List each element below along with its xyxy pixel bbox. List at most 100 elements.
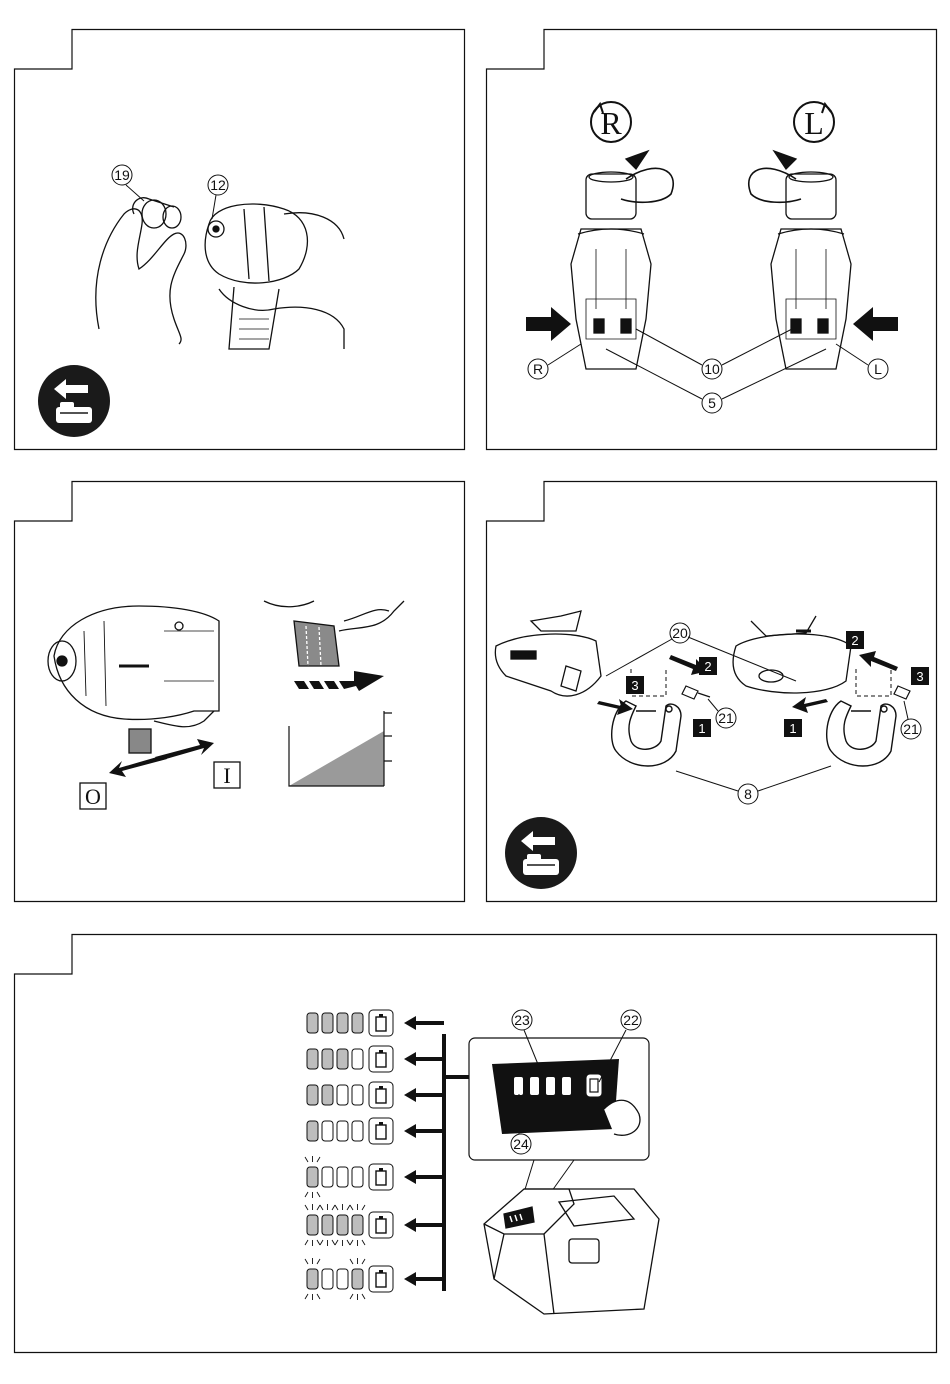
screw-right [894,686,910,699]
svg-text:21: 21 [903,721,919,737]
battery-level-icon [369,1266,393,1292]
panel-4-frame: 3 2 1 1 2 3 20 21 21 8 [486,481,937,902]
level-segment [307,1013,318,1033]
left-hand-illustration [96,198,186,344]
battery-level-icon [369,1046,393,1072]
hook-guide-right [856,669,891,696]
battery-glyph-cap [379,1216,383,1219]
level-segment [352,1121,363,1141]
level-segment [322,1013,333,1033]
level-segment [307,1085,318,1105]
level-segment [322,1215,333,1235]
level-segment [352,1013,363,1033]
tool-base-right-illustration [733,616,851,693]
battery-level-rows [305,1010,444,1300]
level-segment [322,1049,333,1069]
svg-text:1: 1 [698,721,705,736]
indicator-zoom-box [469,1038,649,1160]
battery-level-icon [369,1010,393,1036]
step-box-3-right: 3 [911,667,929,685]
screw-left [682,686,710,699]
level-segment [352,1049,363,1069]
level-segment [337,1013,348,1033]
svg-text:8: 8 [744,786,752,802]
tool-base-left-illustration [495,611,601,696]
level-segment [307,1167,318,1187]
speed-ramp-graph [289,711,392,786]
on-label-box: I [214,762,240,788]
step-arrow-right [792,697,828,713]
step-box-2-left: 2 [699,657,717,675]
battery-pack-illustration [484,1189,659,1314]
level-segment [337,1049,348,1069]
insert-battery-icon [38,365,110,437]
off-label-box: O [80,783,106,809]
svg-text:R: R [533,361,543,377]
svg-text:R: R [600,105,622,141]
belt-hook-right [827,701,896,766]
level-segment [322,1121,333,1141]
level-segment [322,1269,333,1289]
tool-left-illustration [571,151,673,369]
level-arrow [404,1016,444,1030]
level-arrow [404,1088,444,1102]
level-arrow [404,1124,444,1138]
level-segment [352,1085,363,1105]
push-arrow-right [853,307,898,341]
step-box-1-right: 1 [784,719,802,737]
step-box-3-left: 3 [626,676,644,694]
push-arrow-left [526,307,571,341]
svg-text:2: 2 [704,659,711,674]
svg-text:20: 20 [672,625,688,641]
panel-5-frame: 23 22 24 [14,934,937,1353]
svg-text:O: O [85,784,101,809]
battery-glyph-cap [379,1050,383,1053]
level-segment [352,1269,363,1289]
battery-glyph-cap [379,1014,383,1017]
battery-level-icon [369,1118,393,1144]
level-segment [352,1215,363,1235]
level-arrow [404,1052,444,1066]
level-segment [337,1215,348,1235]
level-segment [337,1167,348,1187]
rotation-left-symbol: L [794,102,834,142]
svg-text:3: 3 [916,669,923,684]
drill-front-illustration [48,606,219,753]
callout-8 [676,766,831,804]
level-segment [307,1121,318,1141]
level-arrow [404,1272,444,1286]
level-segment [307,1215,318,1235]
level-segment [337,1121,348,1141]
svg-text:19: 19 [114,167,130,183]
battery-level-icon [369,1082,393,1108]
battery-level-icon [369,1212,393,1238]
level-segment [322,1167,333,1187]
callout-19: 19 [112,165,144,201]
panel-bit-socket: 19 12 [14,29,465,450]
svg-text:L: L [874,361,882,377]
trigger-speed-arrows [294,671,384,691]
svg-text:L: L [804,105,824,141]
panel-rotation-direction: R L [486,29,937,450]
tool-right-illustration [749,151,851,369]
svg-text:2: 2 [851,633,858,648]
battery-glyph-cap [379,1086,383,1089]
step-arrow-2-right [859,651,898,671]
svg-text:10: 10 [704,361,720,377]
level-segment [307,1269,318,1289]
level-segment [352,1167,363,1187]
svg-text:22: 22 [623,1012,639,1028]
level-segment [322,1085,333,1105]
svg-text:5: 5 [708,395,716,411]
trigger-closeup-illustration [264,601,404,666]
panel-2-frame: R L [486,29,937,450]
svg-text:24: 24 [513,1136,529,1152]
step-box-1-left: 1 [693,719,711,737]
battery-glyph-cap [379,1270,383,1273]
svg-text:21: 21 [718,710,734,726]
level-segment [337,1085,348,1105]
svg-text:23: 23 [514,1012,530,1028]
rotation-right-symbol: R [591,102,631,142]
panel-trigger-switch: O I [14,481,465,902]
battery-level-icon [369,1164,393,1190]
